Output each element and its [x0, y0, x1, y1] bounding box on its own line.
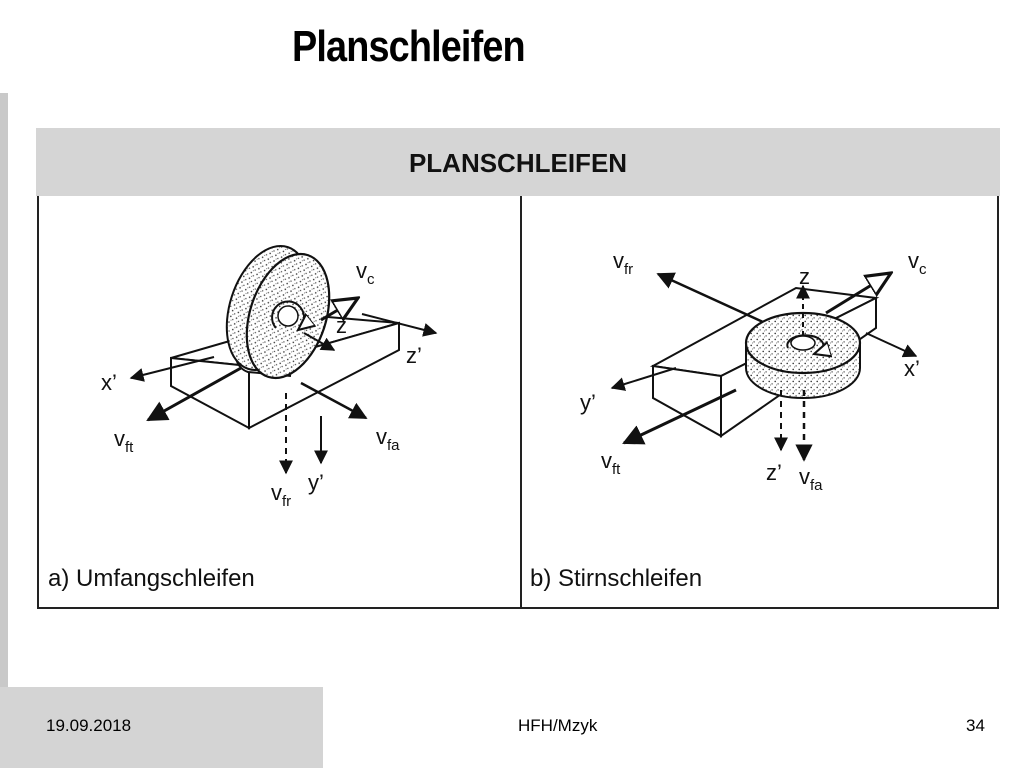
panel-a-vfa-arrow — [300, 381, 368, 420]
panel-a-label-yprime: y’ — [308, 470, 324, 495]
panel-b-label-vc: vc — [908, 248, 927, 278]
panel-b-label-xprime: x’ — [904, 356, 920, 381]
panel-a-block-side — [248, 321, 400, 430]
panel-a-caption: a) Umfangschleifen — [48, 565, 255, 592]
footer-page-number: 34 — [966, 716, 985, 735]
footer-author: HFH/Mzyk — [518, 716, 598, 735]
panel-a-xprime-axis — [129, 356, 215, 382]
panel-b-label-vfa: vfa — [799, 464, 823, 494]
panel-b-rotation-arrow — [786, 334, 823, 354]
panel-a-label-vfa: vfa — [376, 424, 400, 454]
panel-a-z-arrow — [303, 332, 336, 351]
footer-gray-block — [0, 687, 323, 768]
figure-svg: PLANSCHLEIFEN — [36, 128, 1000, 609]
left-accent-bar — [0, 93, 8, 687]
planschleifen-figure: PLANSCHLEIFEN — [36, 128, 1000, 610]
panel-b-label-z: z — [799, 264, 810, 289]
panel-a-label-vfr: vfr — [271, 480, 291, 510]
panel-b-yprime-axis — [610, 367, 677, 391]
panel-b-vfr-arrow — [656, 272, 777, 330]
panel-b-label-zprime: z’ — [766, 460, 782, 485]
panel-b-label-yprime: y’ — [580, 390, 596, 415]
panel-a: vc z z’ x’ vft vfa y’ vfr a) Umfangschle… — [48, 245, 438, 592]
panel-a-label-z: z — [336, 313, 347, 338]
panel-b: vfr z vc x’ y’ vft z’ vfa b) Stirnschlei… — [530, 248, 927, 592]
panel-a-label-vc: vc — [356, 258, 375, 288]
panel-a-label-zprime: z’ — [406, 343, 422, 368]
panel-a-vc-arrow — [320, 298, 358, 320]
panel-b-vc-arrow — [825, 273, 891, 315]
panel-a-label-xprime: x’ — [101, 370, 117, 395]
panel-b-label-vfr: vfr — [613, 248, 633, 278]
panel-a-label-vft: vft — [114, 426, 134, 456]
panel-b-label-vft: vft — [601, 448, 621, 478]
figure-header-band — [36, 128, 1000, 196]
slide-title: Planschleifen — [292, 22, 526, 71]
panel-b-caption: b) Stirnschleifen — [530, 565, 702, 592]
panel-a-rotation-arrow — [271, 300, 304, 330]
figure-frame — [37, 196, 999, 609]
panel-a-zprime-axis — [361, 313, 438, 337]
panel-b-xprime-axis — [865, 332, 918, 358]
panel-a-vft-arrow — [146, 366, 242, 422]
panel-b-vft-arrow — [622, 388, 737, 445]
figure-header-text: PLANSCHLEIFEN — [409, 148, 627, 178]
footer-date: 19.09.2018 — [46, 716, 132, 735]
